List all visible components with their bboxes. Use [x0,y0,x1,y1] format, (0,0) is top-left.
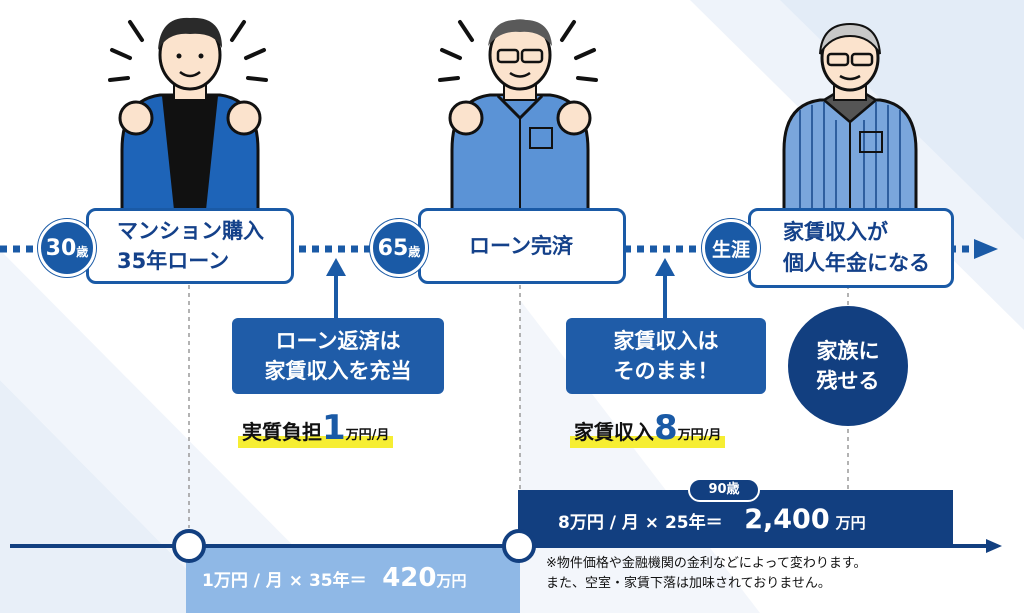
highlight-income-value: 8 [654,408,678,448]
disclaimer-note: ※物件価格や金融機関の金利などによって変わります。 また、空室・家賃下落は加味さ… [546,554,867,594]
young-man-illustration [108,17,268,210]
total-second-formula: 8万円 / 月 × 25年＝ [558,513,723,533]
stage-loan-complete-line1: ローン完済 [469,234,573,258]
total-first-text: 1万円 / 月 × 35年＝ 420万円 [202,563,467,593]
total-first-unit: 万円 [436,572,467,590]
highlight-income-label: 家賃収入 [574,420,654,444]
age-lifetime-label: 生涯 [711,238,750,261]
disclaimer-line1: ※物件価格や金融機関の金利などによって変わります。 [546,556,867,571]
timeline-node-65 [502,529,536,563]
stage-purchase-line1: マンション購入 [117,219,264,243]
highlight-burden: 実質負担1万円/月 [238,408,394,448]
callout-rent-kept-line2: そのまま！ [613,359,719,383]
stage-box-purchase: マンション購入 35年ローン [86,208,294,284]
stage-lifetime-line2: 個人年金になる [783,251,930,275]
total-first-amount: 420 [382,563,437,593]
timeline-node-30 [172,529,206,563]
highlight-income-unit: 万円/月 [677,428,722,443]
callout-repayment-line1: ローン返済は [275,329,401,353]
highlight-burden-label: 実質負担 [242,420,322,444]
stage-box-loan-complete: ローン完済 [418,208,626,284]
highlight-burden-unit: 万円/月 [345,428,390,443]
middle-aged-man-illustration [438,19,598,210]
total-second-amount: 2,400 [744,504,830,535]
stage-box-lifetime: 家賃収入が 個人年金になる [748,208,954,288]
highlight-income: 家賃収入8万円/月 [570,408,726,448]
total-first-formula: 1万円 / 月 × 35年＝ [202,571,367,591]
age-30-unit: 歳 [76,244,89,259]
highlight-burden-value: 1 [322,408,346,448]
total-bar-first [186,546,520,613]
badge-90: 90歳 [688,478,760,502]
age-65-number: 65 [377,235,409,261]
total-second-text: 8万円 / 月 × 25年＝ 2,400 万円 [558,504,866,535]
elderly-man-illustration [782,22,918,210]
callout-repayment: ローン返済は 家賃収入を充当 [232,318,444,394]
callout-rent-kept: 家賃収入は そのまま！ [566,318,766,394]
stage-purchase-line2: 35年ローン [117,249,230,273]
callout-family-line1: 家族に [816,339,880,363]
callout-family: 家族に 残せる [788,306,908,426]
age-65-unit: 歳 [408,244,421,259]
age-30-number: 30 [45,235,77,261]
callout-rent-kept-line1: 家賃収入は [613,329,719,353]
disclaimer-line2: また、空室・家賃下落は加味されておりません。 [546,576,831,591]
callout-family-line2: 残せる [816,369,880,393]
age-badge-lifetime: 生涯 [702,219,760,277]
callout-repayment-line2: 家賃収入を充当 [264,359,412,383]
total-second-unit: 万円 [835,514,866,532]
stage-lifetime-line1: 家賃収入が [783,220,888,244]
